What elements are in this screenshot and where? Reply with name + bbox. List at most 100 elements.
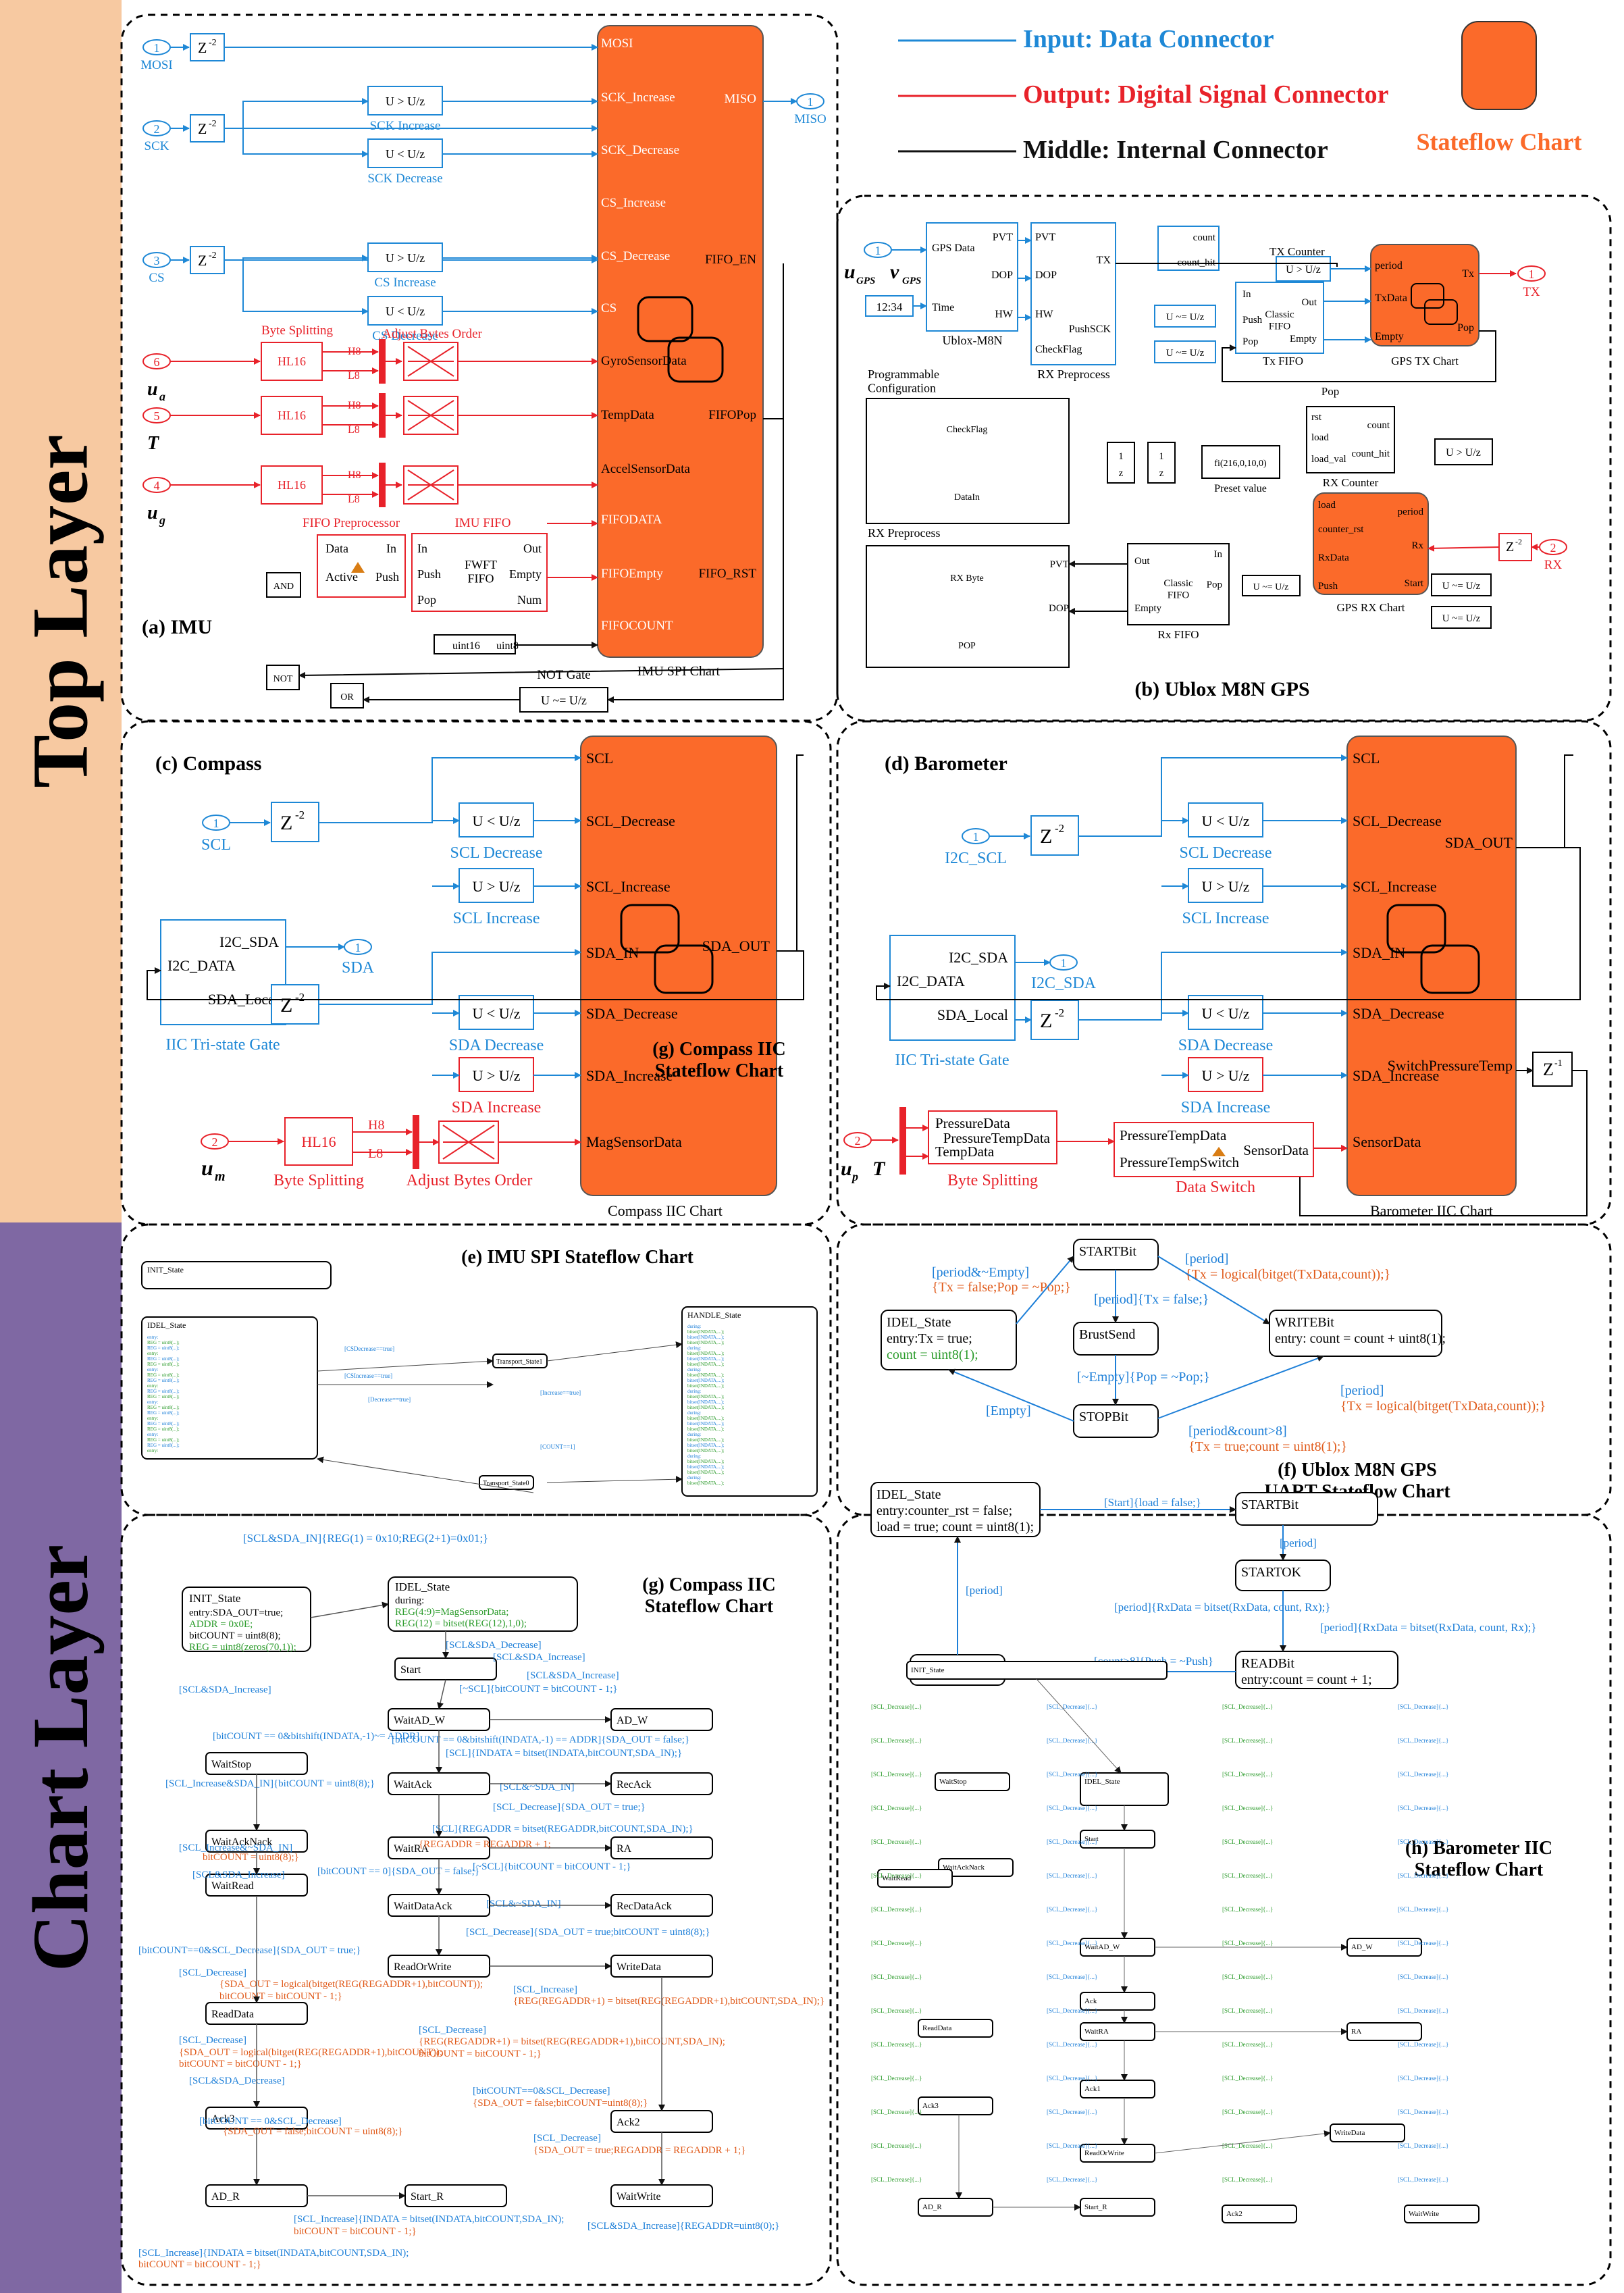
sf-transition: [SCL_Decrease]{...} [1047,1838,1097,1845]
clock-block [865,295,914,317]
uint16-block [434,634,516,654]
sf-transition: [~Empty]{Pop = ~Pop;} [1077,1370,1210,1385]
fifo-in-label: Push [417,567,441,581]
sf-state [182,1587,311,1652]
tristate-port: SDA_Local [937,1006,1008,1023]
panel-caption: (a) IMU [142,616,212,638]
compare-block [1188,995,1263,1030]
compare-caption: SDA Decrease [449,1037,544,1054]
sf-note: [Decrease==true] [368,1396,411,1403]
sf-code: during: [687,1345,701,1351]
state-glyph [1424,299,1458,325]
sf-state-name: WaitWrite [1409,2210,1439,2218]
ublox-out: PVT [993,232,1013,243]
sf-state-name: ReadOrWrite [394,1961,452,1973]
sf-transition: [SCL_Decrease]{...} [1047,2007,1097,2014]
fifo-out-label: Empty [509,567,542,581]
port-number: 6 [154,355,160,369]
sf-transition: [bitCOUNT==0&SCL_Decrease]{SDA_OUT = tru… [138,1945,361,1956]
ds-port: SensorData [1243,1142,1309,1158]
not-label: NOT [273,674,293,684]
fifo-in-label: Pop [417,593,436,607]
state-glyph [620,904,680,954]
sf-state-name: Ack2 [1226,2210,1242,2218]
sf-state-name: RecAck [617,1779,652,1790]
sf-transition: {Tx = logical(bitget(TxData,count));} [1185,1267,1390,1282]
chart-input-label: CS_Increase [601,196,666,210]
delay-z: Z [1040,1010,1052,1032]
gps-rx-chart [1313,492,1429,595]
rx-counter-block [1306,406,1395,473]
sf-transition: bitCOUNT = bitCOUNT - 1;} [219,1991,342,2002]
delay-z: Z [198,120,207,137]
sf-state-name: WriteData [617,1961,661,1973]
byte-splitting-label: Byte Splitting [261,324,334,338]
sf-transition: [SCL_Decrease]{...} [1222,1703,1273,1710]
sf-transition: bitCOUNT = uint8(8);} [203,1852,299,1863]
sf-transition: [period&~Empty] [932,1265,1029,1280]
sf-state [918,2019,993,2038]
sf-transition: [SCL_Decrease]{...} [1222,1940,1273,1947]
sf-transition: [SCL_Decrease]{...} [1047,1940,1097,1947]
sf-transition: [SCL_Decrease]{...} [1398,1805,1448,1811]
sf-transition: [SCL&SDA_Increase] [192,1870,285,1880]
sf-transition: [SCL_Decrease] [533,2133,601,2144]
sf-state-name: Start [1084,1835,1099,1843]
sf-state [918,2096,993,2115]
sf-code: bitset(INDATA,...); [687,1383,724,1389]
compare-block [1276,256,1331,282]
sf-state-text: STARTOK [1241,1565,1302,1580]
chart-input-label: MOSI [601,36,633,51]
port-name: SCL [201,836,231,854]
delay-exp: -2 [295,991,305,1004]
rx-chart-in: counter_rst [1318,524,1364,535]
ne-block [1154,305,1216,328]
sf-transition: [Empty] [986,1403,1031,1418]
rx-chart-out: period [1398,507,1424,517]
sf-state-text: load = true; count = uint8(1); [876,1520,1034,1535]
bs-port: PressureData [935,1115,1010,1131]
mux-bar [899,1107,906,1175]
sf-code: bitset(INDATA,...); [687,1416,724,1421]
sf-state-name: IDEL_State [395,1580,450,1593]
compare-label: U > U/z [386,251,425,265]
compare-caption: SCL Decrease [450,844,542,862]
chart-input-label: SensorData [1353,1133,1421,1150]
pre-port-label: Push [375,570,399,584]
gps-rx-chart-label: GPS RX Chart [1336,601,1405,614]
sf-code: bitset(INDATA,...); [687,1378,724,1383]
panel-frame [836,720,1612,1226]
compare-label: U < U/z [386,147,425,161]
sf-note: [CSIncrease==true] [344,1372,392,1379]
chart-output-label: SwitchPressureTemp [1388,1057,1513,1074]
gain-block [1147,442,1176,484]
sf-code: bitset(INDATA,...); [687,1426,724,1432]
sf-state-name: ReadData [211,2009,254,2020]
sf-code: bitset(INDATA,...); [687,1437,724,1443]
delay-z: Z [1506,540,1514,555]
state-glyph [1420,944,1480,994]
l8-label: L8 [348,370,360,382]
panel-caption: (e) IMU SPI Stateflow Chart [461,1247,693,1268]
sf-transition: [SCL_Decrease]{...} [1222,2075,1273,2082]
legend-output: Output: Digital Signal Connector [1023,80,1389,109]
fifo-out-label: Num [517,593,542,607]
sf-code: REG = uint8(...); [147,1421,180,1426]
sf-code: bitset(INDATA,...); [687,1399,724,1405]
legend-stateflow: Stateflow Chart [1417,128,1582,155]
ne-block [519,687,608,713]
chart-layer-band [0,1222,122,2293]
sf-code: REG = uint8(...); [147,1362,180,1367]
unit-delay [1532,1052,1573,1087]
panel-frame [836,195,1612,722]
rx-preprocess-block [1030,222,1116,365]
port-name: u [147,379,158,400]
sf-transition: [bitCOUNT == 0&bitshift(INDATA,-1)~= ADD… [213,1731,419,1742]
sf-state [1080,1992,1155,2011]
compare-label: U > U/z [1201,1067,1249,1084]
sf-transition: [SCL_Increase&SDA_IN]{bitCOUNT = uint8(8… [165,1778,375,1789]
compare-label: U < U/z [472,1005,520,1022]
sf-state-name: AD_R [211,2191,240,2202]
delay-block [190,33,225,61]
